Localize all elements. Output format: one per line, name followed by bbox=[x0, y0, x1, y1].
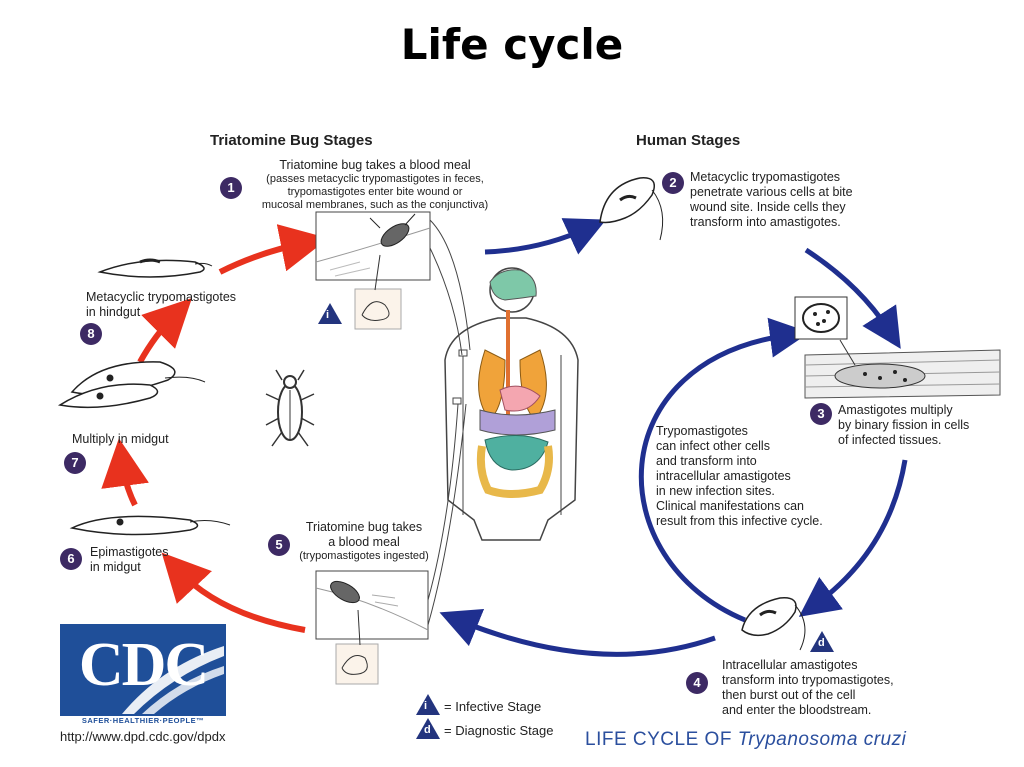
cdc-logo: CDC bbox=[60, 624, 226, 716]
legend-infective-text: = Infective Stage bbox=[444, 699, 542, 714]
parasite-epimastigote-midgut bbox=[69, 515, 231, 536]
heading-human-stages: Human Stages bbox=[636, 132, 741, 149]
arrow-3-to-4 bbox=[798, 459, 908, 617]
step-5-line3: (trypomastigotes ingested) bbox=[299, 550, 429, 562]
arrow-6-to-7 bbox=[101, 438, 149, 507]
step-2-line4: transform into amastigotes. bbox=[690, 215, 841, 229]
step-1-line4: mucosal membranes, such as the conjuncti… bbox=[261, 199, 489, 211]
step-1-text: Triatomine bug takes a blood meal (passe… bbox=[240, 158, 510, 212]
arrow-infective-cycle bbox=[638, 317, 810, 623]
connector-lines bbox=[427, 219, 471, 626]
infective-cycle-line1: Trypomastigotes bbox=[656, 424, 748, 438]
human-body-illustration bbox=[444, 267, 579, 541]
legend-infective-label: i bbox=[424, 700, 428, 712]
page-title: Life cycle bbox=[400, 20, 624, 69]
step-5-line1: Triatomine bug takes bbox=[305, 520, 423, 534]
cdc-url[interactable]: http://www.dpd.cdc.gov/dpdx bbox=[60, 729, 226, 744]
step-3-badge: 3 bbox=[810, 403, 832, 425]
step-4-line1: Intracellular amastigotes bbox=[722, 658, 858, 672]
legend-diagnostic-text: = Diagnostic Stage bbox=[444, 723, 554, 738]
step-3-line3: of infected tissues. bbox=[838, 433, 942, 447]
legend-diagnostic-icon bbox=[416, 718, 440, 739]
bite-scene-box-1 bbox=[315, 211, 431, 330]
step-4-badge: 4 bbox=[686, 672, 708, 694]
arrow-2-to-3 bbox=[804, 247, 901, 349]
step-2-line3: wound site. Inside cells they bbox=[690, 200, 846, 214]
arrow-8-to-1 bbox=[218, 224, 329, 275]
footer-prefix: LIFE CYCLE OF bbox=[585, 729, 738, 750]
step-4-line2: transform into trypomastigotes, bbox=[722, 673, 894, 687]
footer-species: Trypanosoma cruzi bbox=[737, 729, 907, 750]
step-3-line2: by binary fission in cells bbox=[838, 418, 970, 432]
step-4-line4: and enter the bloodstream. bbox=[722, 703, 872, 717]
step-1-badge: 1 bbox=[220, 177, 242, 199]
infective-cycle-line7: result from this infective cycle. bbox=[656, 514, 823, 528]
step-4-text: Intracellular amastigotes transform into… bbox=[722, 658, 962, 718]
step-2-line1: Metacyclic trypomastigotes bbox=[690, 170, 841, 184]
step-5-line2: a blood meal bbox=[328, 535, 400, 549]
step-5-text: Triatomine bug takes a blood meal (trypo… bbox=[284, 520, 444, 563]
infective-cycle-line3: and transform into bbox=[656, 454, 757, 468]
infective-cycle-line4: intracellular amastigotes bbox=[656, 469, 791, 483]
arrow-4-to-5 bbox=[439, 609, 716, 657]
step-1-line1: Triatomine bug takes a blood meal bbox=[279, 158, 471, 172]
step-2-badge: 2 bbox=[662, 172, 684, 194]
cdc-logo-swoosh bbox=[122, 646, 224, 714]
step-2-line2: penetrate various cells at bite bbox=[690, 185, 853, 199]
infective-marker-icon bbox=[318, 303, 342, 324]
legend-diagnostic-label: d bbox=[424, 724, 431, 736]
trypomastigote-at-bite-site bbox=[599, 177, 664, 241]
step-7-badge: 7 bbox=[64, 452, 86, 474]
infected-tissue-cells bbox=[794, 296, 1001, 399]
step-6-line1: Epimastigotes bbox=[90, 545, 169, 559]
diagnostic-marker-icon bbox=[810, 631, 834, 652]
trypomastigote-bursting bbox=[741, 597, 806, 651]
infective-cycle-text: Trypomastigotes can infect other cells a… bbox=[656, 424, 876, 529]
step-2-text: Metacyclic trypomastigotes penetrate var… bbox=[690, 170, 920, 230]
step-8-line2: in hindgut bbox=[86, 305, 141, 319]
arrow-1-to-2 bbox=[484, 218, 607, 255]
parasite-midgut-multiply bbox=[57, 361, 206, 409]
step-4-line3: then burst out of the cell bbox=[722, 688, 856, 702]
cdc-tagline: SAFER·HEALTHIER·PEOPLE™ bbox=[81, 716, 205, 725]
diagnostic-marker-label: d bbox=[818, 637, 825, 649]
step-8-badge: 8 bbox=[80, 323, 102, 345]
infective-marker-label: i bbox=[326, 309, 330, 321]
parasite-metacyclic-hindgut bbox=[97, 258, 213, 278]
step-6-text: Epimastigotes in midgut bbox=[90, 545, 230, 575]
arrow-5-to-6 bbox=[161, 552, 306, 633]
step-1-line3: trypomastigotes enter bite wound or bbox=[287, 186, 463, 198]
step-5-badge: 5 bbox=[268, 534, 290, 556]
infective-cycle-line5: in new infection sites. bbox=[656, 484, 775, 498]
triatomine-bug-illustration bbox=[265, 369, 315, 447]
step-3-text: Amastigotes multiply by binary fission i… bbox=[838, 403, 1018, 448]
step-8-line1: Metacyclic trypomastigotes bbox=[86, 290, 237, 304]
cdc-logo-letters: CDC bbox=[78, 631, 209, 699]
step-6-badge: 6 bbox=[60, 548, 82, 570]
step-1-line2: (passes metacyclic trypomastigotes in fe… bbox=[266, 173, 484, 185]
heading-bug-stages: Triatomine Bug Stages bbox=[210, 132, 373, 149]
diagram-footer-title: LIFE CYCLE OF Trypanosoma cruzi bbox=[585, 729, 906, 751]
arrow-7-to-8 bbox=[137, 298, 192, 364]
infective-cycle-line2: can infect other cells bbox=[656, 439, 770, 453]
legend-infective-icon bbox=[416, 694, 440, 715]
infective-cycle-line6: Clinical manifestations can bbox=[656, 499, 804, 513]
step-3-line1: Amastigotes multiply bbox=[838, 403, 953, 417]
step-8-text: Metacyclic trypomastigotes in hindgut bbox=[86, 290, 286, 320]
step-6-line2: in midgut bbox=[90, 560, 141, 574]
step-7-text: Multiply in midgut bbox=[72, 432, 169, 446]
bite-scene-box-5 bbox=[315, 570, 429, 685]
